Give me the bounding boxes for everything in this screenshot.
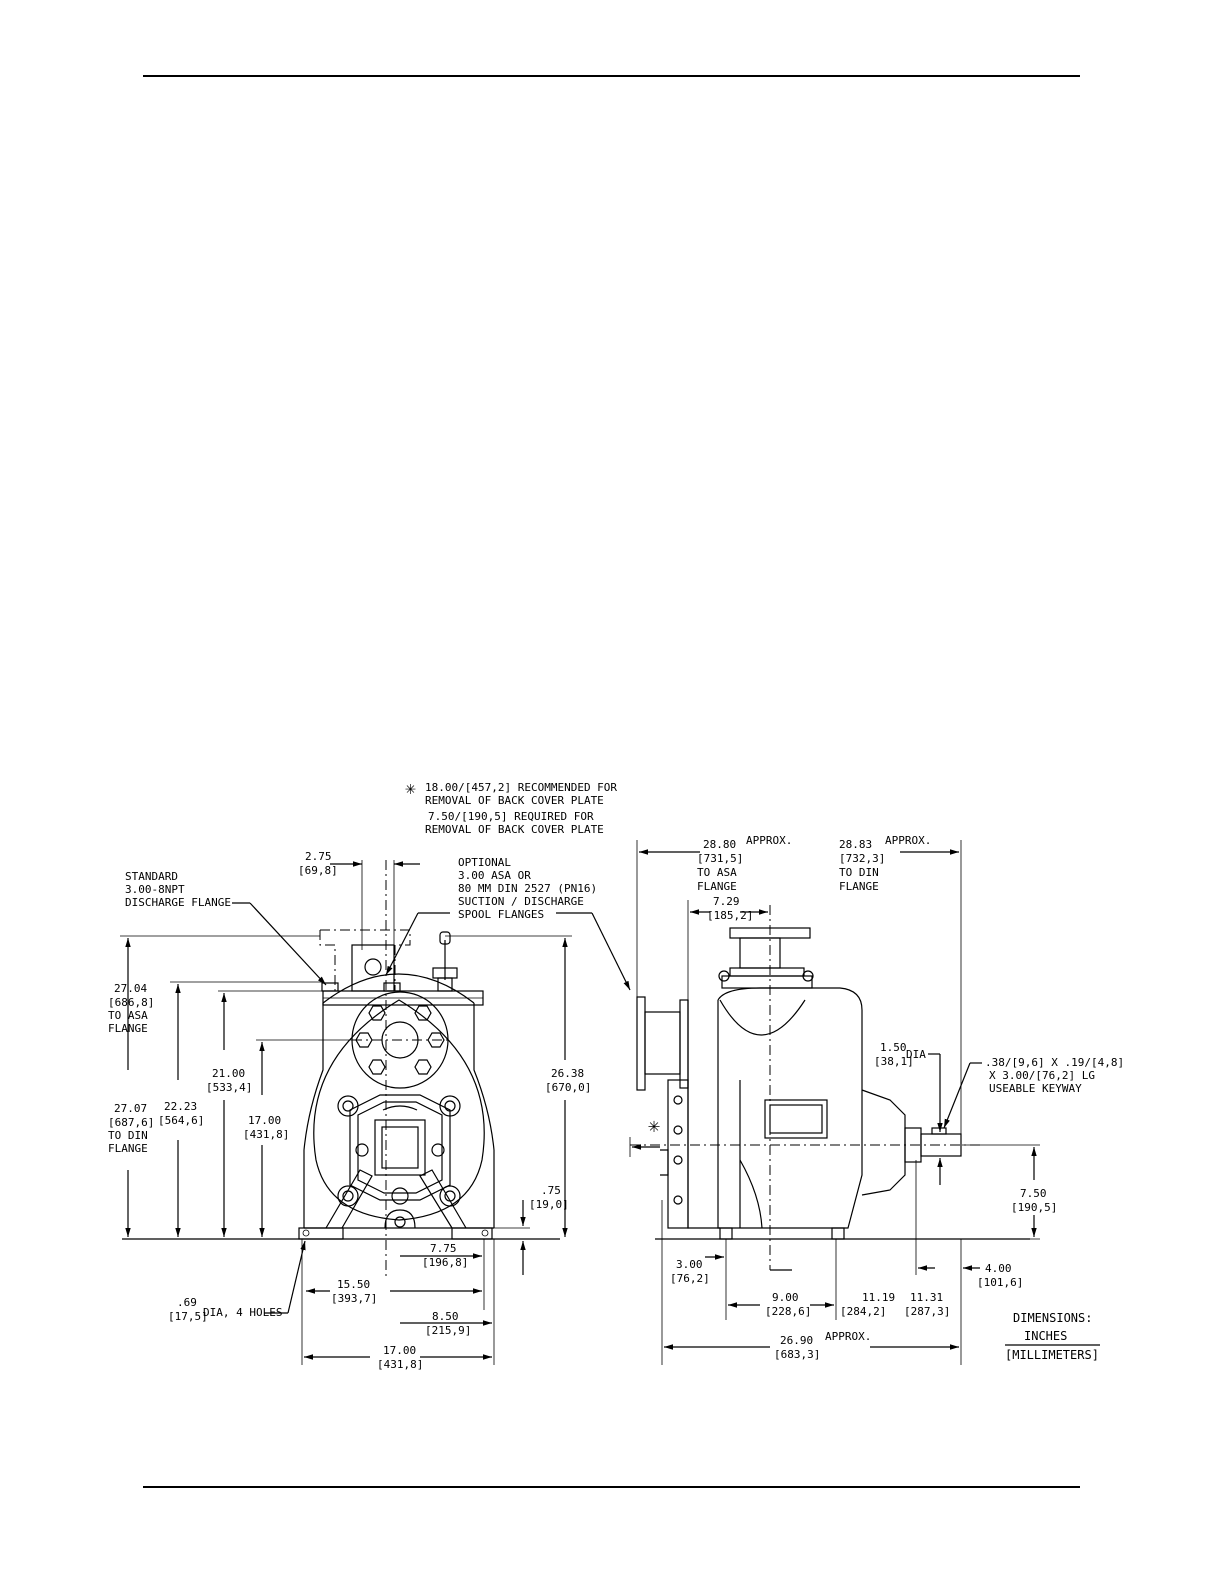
label-flange-din: FLANGE [108, 1142, 148, 1155]
dim-7-29: 7.29 [713, 895, 740, 908]
dim-7-75: 7.75 [430, 1242, 457, 1255]
note-cover-required-line1: 7.50/[190,5] REQUIRED FOR [428, 810, 594, 823]
dim-8-50: 8.50 [432, 1310, 459, 1323]
asterisk-icon: ✳ [405, 778, 416, 799]
dim-11-19-mm: [284,2] [840, 1305, 886, 1318]
dim-0-69: .69 [177, 1296, 197, 1309]
label-flange-asa: FLANGE [108, 1022, 148, 1035]
label-flange-din-side: FLANGE [839, 880, 879, 893]
dim-26-90: 26.90 [780, 1334, 813, 1347]
dim-11-19: 11.19 [862, 1291, 895, 1304]
label-dia-4-holes: DIA, 4 HOLES [203, 1306, 282, 1319]
dim-4-00-mm: [101,6] [977, 1276, 1023, 1289]
dim-15-50: 15.50 [337, 1278, 370, 1291]
dim-7-75-mm: [196,8] [422, 1256, 468, 1269]
dim-22-23: 22.23 [164, 1100, 197, 1113]
units-inches: INCHES [1024, 1329, 1067, 1343]
footer-rule [143, 1486, 1080, 1488]
dim-3-00: 3.00 [676, 1258, 703, 1271]
label-flange-asa-side: FLANGE [697, 880, 737, 893]
dim-9-00-mm: [228,6] [765, 1305, 811, 1318]
label-to-din: TO DIN [108, 1129, 148, 1142]
units-millimeters: [MILLIMETERS] [1005, 1348, 1099, 1362]
note-optional-line4: SUCTION / DISCHARGE [458, 895, 584, 908]
dim-17-00-horizontal: 17.00 [383, 1344, 416, 1357]
dim-21-00: 21.00 [212, 1067, 245, 1080]
note-optional-line2: 3.00 ASA OR [458, 869, 531, 882]
label-to-din-side: TO DIN [839, 866, 879, 879]
note-optional-line1: OPTIONAL [458, 856, 511, 869]
dim-1-50: 1.50 [880, 1041, 907, 1054]
dim-17-00-vertical: 17.00 [248, 1114, 281, 1127]
dim-2-75-mm: [69,8] [298, 864, 338, 877]
dim-4-00: 4.00 [985, 1262, 1012, 1275]
dim-27-04: 27.04 [114, 982, 147, 995]
dim-3-00-mm: [76,2] [670, 1272, 710, 1285]
dim-11-31: 11.31 [910, 1291, 943, 1304]
dim-26-38: 26.38 [551, 1067, 584, 1080]
dim-2-75: 2.75 [305, 850, 332, 863]
dim-28-80-mm: [731,5] [697, 852, 743, 865]
dim-26-38-mm: [670,0] [545, 1081, 591, 1094]
note-keyway-line3: USEABLE KEYWAY [989, 1082, 1082, 1095]
dim-9-00: 9.00 [772, 1291, 799, 1304]
dim-11-31-mm: [287,3] [904, 1305, 950, 1318]
dim-26-90-mm: [683,3] [774, 1348, 820, 1361]
dim-7-29-mm: [185,2] [707, 909, 753, 922]
dim-22-23-mm: [564,6] [158, 1114, 204, 1127]
label-approx-28-80: APPROX. [746, 834, 792, 847]
dim-7-50: 7.50 [1020, 1187, 1047, 1200]
label-to-asa: TO ASA [108, 1009, 148, 1022]
dim-0-75: .75 [541, 1184, 561, 1197]
note-cover-required-line2: REMOVAL OF BACK COVER PLATE [425, 823, 604, 836]
label-approx-26-90: APPROX. [825, 1330, 871, 1343]
dim-0-69-mm: [17,5] [168, 1310, 208, 1323]
dim-0-75-mm: [19,0] [529, 1198, 569, 1211]
dim-28-83-mm: [732,3] [839, 852, 885, 865]
note-standard-line1: STANDARD [125, 870, 178, 883]
dim-7-50-mm: [190,5] [1011, 1201, 1057, 1214]
dim-17-00-horizontal-mm: [431,8] [377, 1358, 423, 1371]
note-cover-recommended-line1: 18.00/[457,2] RECOMMENDED FOR [425, 781, 617, 794]
dim-15-50-mm: [393,7] [331, 1292, 377, 1305]
dim-21-00-mm: [533,4] [206, 1081, 252, 1094]
note-standard-line3: DISCHARGE FLANGE [125, 896, 231, 909]
units-title: DIMENSIONS: [1013, 1311, 1092, 1325]
asterisk-marker-icon: ✳ [648, 1113, 660, 1137]
dim-27-07-mm: [687,6] [108, 1116, 154, 1129]
note-optional-line5: SPOOL FLANGES [458, 908, 544, 921]
dim-28-83: 28.83 [839, 838, 872, 851]
label-dia: DIA [906, 1048, 926, 1061]
note-keyway-line1: .38/[9,6] X .19/[4,8] [985, 1056, 1124, 1069]
dim-27-07: 27.07 [114, 1102, 147, 1115]
side-view: 28.80 APPROX. [731,5] TO ASA FLANGE 28.8… [629, 834, 1124, 1365]
note-standard-line2: 3.00-8NPT [125, 883, 185, 896]
front-view: 2.75 [69,8] 27.04 [686,8] TO ASA FLANGE … [108, 778, 631, 1371]
dim-28-80: 28.80 [703, 838, 736, 851]
note-cover-recommended-line2: REMOVAL OF BACK COVER PLATE [425, 794, 604, 807]
note-keyway-line2: X 3.00/[76,2] LG [989, 1069, 1095, 1082]
header-rule [143, 75, 1080, 77]
dim-27-04-mm: [686,8] [108, 996, 154, 1009]
label-approx-28-83: APPROX. [885, 834, 931, 847]
dim-1-50-mm: [38,1] [874, 1055, 914, 1068]
dim-8-50-mm: [215,9] [425, 1324, 471, 1337]
label-to-asa-side: TO ASA [697, 866, 737, 879]
note-optional-line3: 80 MM DIN 2527 (PN16) [458, 882, 597, 895]
dim-17-00-vertical-mm: [431,8] [243, 1128, 289, 1141]
